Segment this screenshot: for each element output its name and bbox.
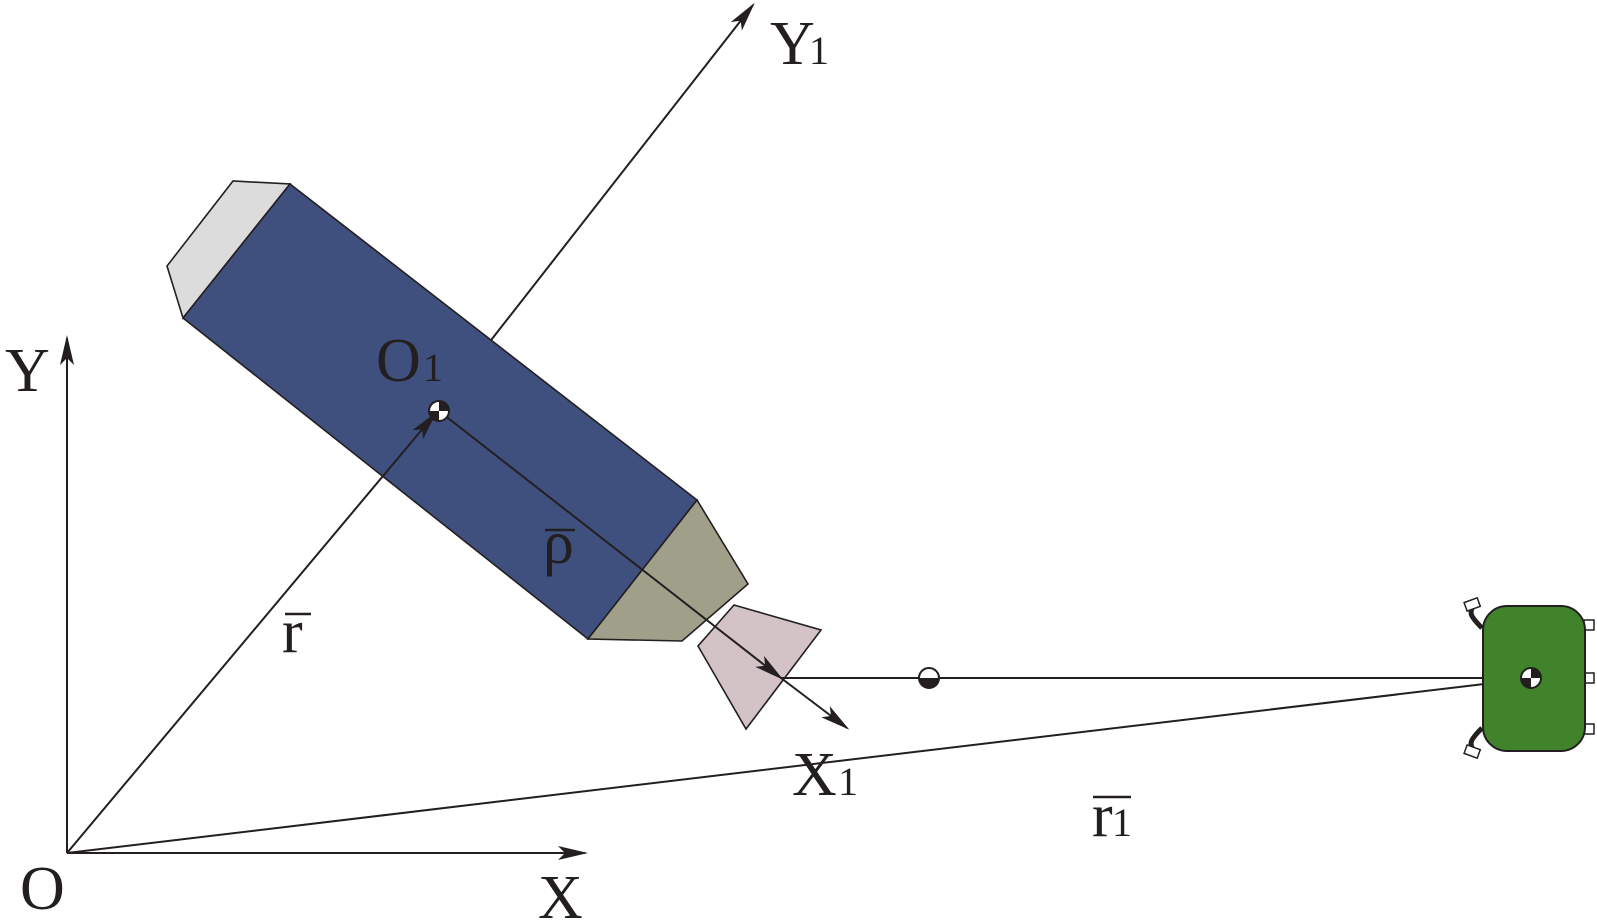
origin-label: O (20, 855, 65, 922)
body-origin-subscript: 1 (423, 345, 443, 390)
vector-r1-subscript: 1 (1112, 800, 1132, 845)
body-y-axis-subscript: 1 (809, 28, 829, 73)
midpoint-mark (918, 667, 940, 689)
vector-rho-label: ρ (543, 509, 574, 577)
body-x-axis (780, 677, 850, 730)
body-center-mark (428, 400, 450, 422)
exhaust-plume (697, 604, 823, 731)
vector-r-line (66, 411, 437, 854)
y-axis-label: Y (5, 337, 50, 405)
vector-r-label: r (282, 598, 303, 666)
vector-r1-label: r (1092, 782, 1113, 850)
body-y-axis-label: Y (770, 10, 815, 78)
x-axis-label: X (538, 864, 583, 922)
body-x-axis-label: X (792, 741, 837, 809)
vector-r1-line (66, 676, 1521, 854)
body-x-axis-subscript: 1 (838, 759, 858, 804)
body-origin-label: O (376, 327, 421, 395)
target (1463, 596, 1595, 760)
target-center-mark (1520, 667, 1542, 689)
vector-rho-line (438, 410, 784, 680)
rocket-nozzle-section (586, 498, 750, 642)
